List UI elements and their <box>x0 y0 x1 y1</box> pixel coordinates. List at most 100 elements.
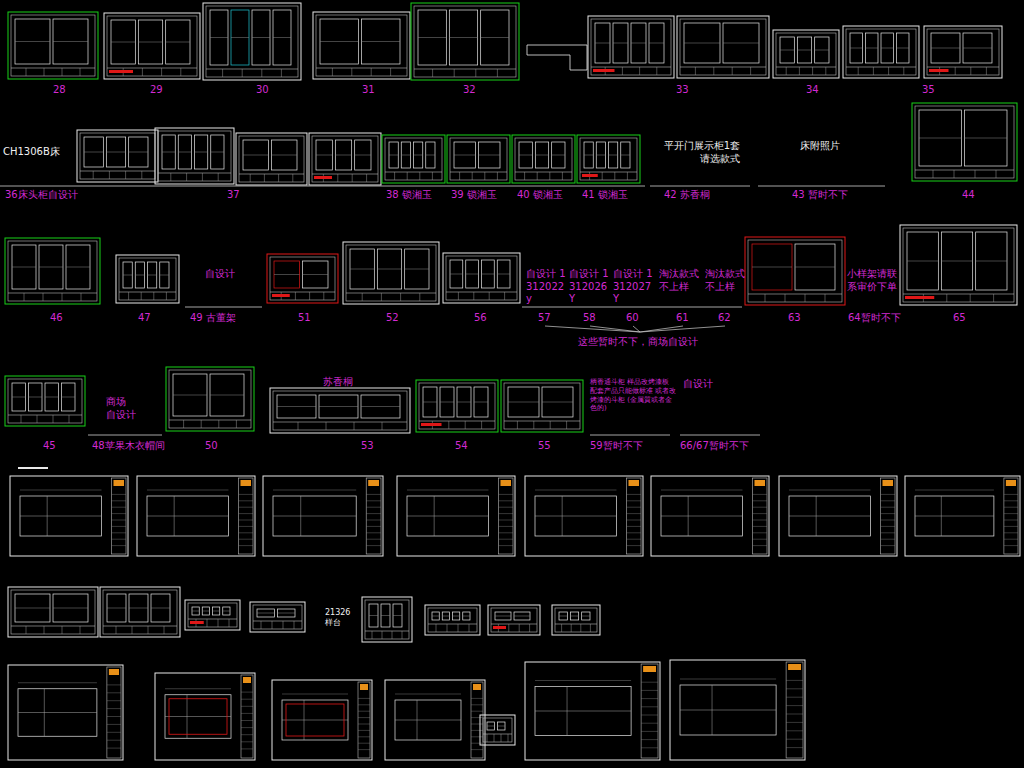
inner-frame <box>419 383 495 429</box>
shelf-line <box>450 274 463 275</box>
title-block <box>358 682 370 758</box>
title-row <box>471 743 483 744</box>
sheet-frame <box>385 680 485 760</box>
title-row <box>111 507 126 508</box>
title-cell <box>713 67 714 75</box>
cabinet-door <box>542 387 573 417</box>
sheet-frame <box>912 103 1017 181</box>
dimension-line <box>20 490 101 491</box>
title-cell <box>494 734 495 742</box>
title-cell <box>732 67 733 75</box>
shelf-line <box>84 152 103 153</box>
sheet-label: 41 锁湘玉 <box>582 189 628 202</box>
title-cell <box>294 621 295 629</box>
title-row <box>752 500 767 501</box>
inner-frame <box>188 603 237 627</box>
inner-frame <box>312 136 378 182</box>
inner-frame <box>206 6 298 77</box>
title-row <box>752 507 767 508</box>
sheet-label: 这些暂时不下，商场自设计 <box>578 336 698 349</box>
sheet-frame <box>480 715 515 745</box>
plan-line <box>712 685 713 735</box>
title-row <box>641 723 658 724</box>
sheet-frame <box>443 253 520 303</box>
title-cell <box>993 294 994 302</box>
shelf-line <box>231 37 249 38</box>
plan-outline <box>535 687 631 736</box>
sheet-frame <box>773 30 839 78</box>
title-row <box>626 500 641 501</box>
shelf-line <box>138 42 162 43</box>
cabinet-door <box>192 607 199 615</box>
sheet-frame <box>588 16 674 78</box>
shelf-line <box>381 615 390 616</box>
title-cell <box>504 292 505 300</box>
cabinet-door <box>752 244 792 290</box>
plan-line <box>680 710 776 711</box>
shelf-line <box>414 155 423 156</box>
sheet-label: 商场 自设计 <box>106 396 138 421</box>
sheet-thumbnail <box>480 715 515 745</box>
cabinet-door <box>535 142 548 168</box>
sheet-thumbnail <box>250 602 305 632</box>
title-block <box>626 478 641 554</box>
shelf-line <box>15 608 50 609</box>
title-row <box>241 692 253 693</box>
title-cell <box>419 172 420 180</box>
sheet-frame <box>577 135 640 183</box>
title-cell <box>436 624 437 632</box>
title-cell <box>153 292 154 300</box>
plan-outline <box>680 685 776 735</box>
title-block <box>880 478 895 554</box>
sheet-label: 50 <box>205 440 218 453</box>
shelf-line <box>596 155 605 156</box>
title-strip <box>253 621 302 622</box>
cabinet-door <box>273 10 291 65</box>
sheet-label: 57 <box>538 312 551 325</box>
shelf-line <box>965 138 1008 139</box>
title-cell <box>639 67 640 75</box>
title-block <box>111 478 126 554</box>
title-logo <box>628 480 639 486</box>
cabinet-door <box>498 722 506 730</box>
cabinet-door <box>519 142 532 168</box>
title-row <box>471 717 483 718</box>
shelf-line <box>405 269 429 270</box>
sheet-frame <box>270 388 410 433</box>
sheet-frame <box>250 602 305 632</box>
inner-frame <box>158 131 231 181</box>
title-cell <box>786 67 787 75</box>
cabinet-door <box>15 19 50 64</box>
title-cell <box>394 172 395 180</box>
cabinet-door <box>609 142 618 168</box>
title-cell <box>382 422 383 430</box>
plan-outline <box>535 496 616 536</box>
cabinet-door <box>29 383 43 411</box>
plan-line <box>789 516 870 517</box>
title-strip <box>504 421 580 422</box>
shelf-line <box>931 48 960 49</box>
shelf-line <box>454 155 476 156</box>
title-row <box>241 706 253 707</box>
dimension-line <box>789 490 870 491</box>
sheet-label: 淘汰款式 不上样 <box>705 268 751 293</box>
shelf-line <box>440 402 454 403</box>
sheet-label: 44 <box>962 189 975 202</box>
title-cell <box>407 172 408 180</box>
underline <box>680 435 760 436</box>
shelf-line <box>361 406 400 407</box>
underline <box>380 186 645 187</box>
title-strip <box>103 626 177 627</box>
shelf-line <box>335 155 351 156</box>
cabinet-door <box>454 142 476 168</box>
sheet-label: 60 <box>626 312 639 325</box>
inner-frame <box>365 600 409 639</box>
title-cell <box>80 68 81 76</box>
shelf-line <box>320 41 359 42</box>
title-row <box>107 684 121 685</box>
sheet-frame <box>512 135 575 183</box>
title-row <box>626 526 641 527</box>
title-row <box>752 513 767 514</box>
sheet-thumbnail <box>313 12 410 79</box>
cabinet-door <box>919 110 962 166</box>
